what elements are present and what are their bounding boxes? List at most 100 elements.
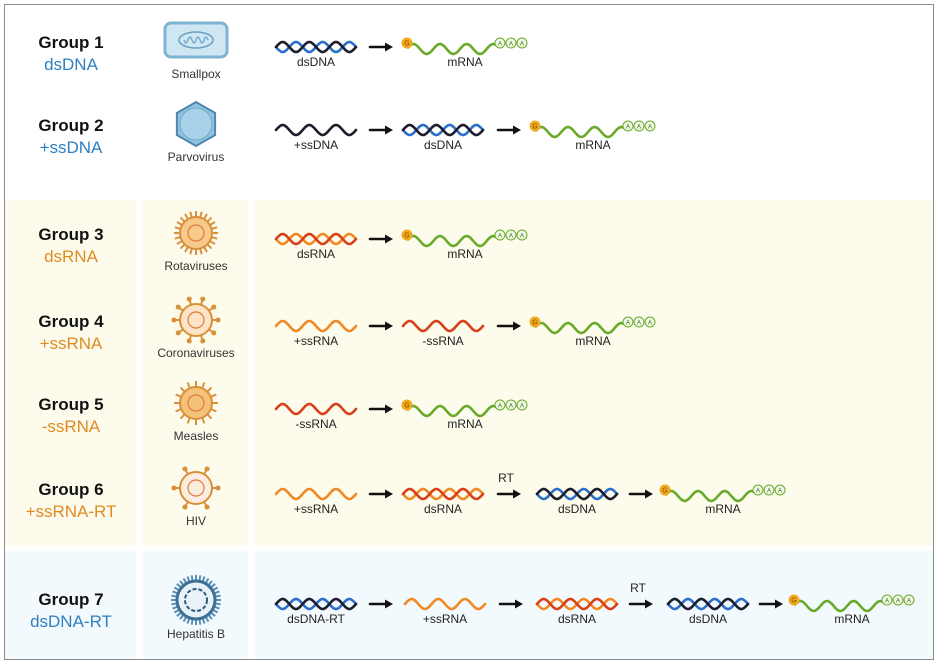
mrna-cap-icon [401, 229, 413, 241]
poly-a-label: A [637, 321, 641, 327]
rna-groups-divider-1 [136, 200, 143, 546]
poly-a-tail-icon [763, 484, 775, 496]
molecule-label: dsDNA-RT [287, 612, 345, 626]
hepatitis-b-icon [171, 575, 221, 625]
poly-a-tail-icon [494, 37, 506, 49]
arrow-icon [515, 599, 523, 609]
poly-a-tail-icon [752, 484, 764, 496]
mrna-cap-label: G [404, 403, 409, 410]
molecule-label: +ssRNA [293, 334, 339, 348]
poly-a-tail-icon [505, 399, 517, 411]
poly-a-label: A [498, 404, 502, 410]
poly-a-tail-icon [892, 594, 904, 606]
virus-name: HIV [185, 514, 206, 528]
group-genome-type: dsDNA [44, 55, 98, 74]
poly-a-tail-icon [505, 229, 517, 241]
poly-a-label: A [778, 489, 782, 495]
molecule-label: +ssRNA [293, 502, 339, 516]
group-genome-type: +ssRNA [39, 334, 103, 353]
dna-rt-divider-1 [136, 551, 143, 659]
poly-a-label: A [520, 404, 524, 410]
arrow-icon [385, 234, 393, 244]
molecule-mrna-strand [406, 234, 498, 248]
arrow-icon [385, 489, 393, 499]
poly-a-label: A [626, 125, 630, 131]
coronavirus-icon [171, 296, 221, 344]
virus-name: Coronaviruses [157, 346, 235, 360]
virus-name: Smallpox [171, 67, 221, 81]
poly-a-label: A [509, 404, 513, 410]
arrow-icon [385, 125, 393, 135]
poly-a-tail-icon [644, 120, 656, 132]
group-genome-type: +ssRNA-RT [25, 502, 117, 521]
molecule-label: mRNA [447, 417, 483, 431]
mrna-cap-icon [401, 37, 413, 49]
molecule-pssrna-strand [274, 487, 358, 501]
arrow-icon [385, 42, 393, 52]
poly-a-tail-icon [505, 37, 517, 49]
molecule-label: mRNA [447, 247, 483, 261]
mrna-cap-icon [529, 316, 541, 328]
hiv-icon [171, 466, 221, 510]
group-title: Group 7 [38, 590, 104, 609]
molecule-label: mRNA [447, 55, 483, 69]
poly-a-tail-icon [903, 594, 915, 606]
molecule-label: dsDNA [423, 138, 463, 152]
molecule-label: mRNA [575, 334, 611, 348]
poly-a-label: A [896, 599, 900, 605]
rt-label: RT [498, 471, 514, 485]
group-title: Group 3 [38, 225, 104, 244]
mrna-cap-icon [788, 594, 800, 606]
mrna-cap-icon [659, 484, 671, 496]
group-title: Group 5 [38, 395, 104, 414]
poly-a-tail-icon [881, 594, 893, 606]
molecule-pssrna-strand [403, 597, 487, 611]
molecule-mrna-strand [406, 42, 498, 56]
poly-a-tail-icon [633, 316, 645, 328]
poly-a-tail-icon [622, 316, 634, 328]
arrow-icon [645, 599, 653, 609]
molecule-mrna-strand [534, 125, 626, 139]
molecule-ssdna-strand [274, 123, 358, 137]
poly-a-label: A [907, 599, 911, 605]
molecule-label: dsRNA [423, 502, 463, 516]
group-title: Group 4 [38, 312, 104, 331]
mrna-cap-icon [529, 120, 541, 132]
poly-a-label: A [498, 42, 502, 48]
molecule-nssrna-strand [274, 402, 358, 416]
arrow-icon [513, 321, 521, 331]
poly-a-label: A [520, 234, 524, 240]
molecule-label: dsRNA [557, 612, 597, 626]
poly-a-label: A [509, 42, 513, 48]
molecule-dsdna-strand-2 [274, 597, 358, 611]
molecule-label: mRNA [575, 138, 611, 152]
group-genome-type: +ssDNA [39, 138, 103, 157]
poly-a-tail-icon [516, 399, 528, 411]
molecule-pssrna-strand [274, 319, 358, 333]
molecule-label: -ssRNA [422, 334, 464, 348]
group-genome-type: dsRNA [44, 247, 98, 266]
molecule-dsrna-strand-2 [401, 487, 485, 501]
group-title: Group 6 [38, 480, 104, 499]
rna-groups-divider-2 [248, 200, 255, 546]
mrna-cap-label: G [532, 320, 537, 327]
rt-label: RT [630, 581, 646, 595]
mrna-cap-label: G [532, 124, 537, 131]
poly-a-label: A [498, 234, 502, 240]
arrow-icon [385, 599, 393, 609]
molecule-nssrna-strand [401, 319, 485, 333]
virus-name: Hepatitis B [166, 627, 226, 641]
poly-a-label: A [885, 599, 889, 605]
molecule-label: dsDNA [296, 55, 336, 69]
molecule-label: mRNA [705, 502, 741, 516]
poly-a-tail-icon [516, 37, 528, 49]
group-genome-type: -ssRNA [41, 417, 101, 436]
poly-a-tail-icon [516, 229, 528, 241]
molecule-dsdna-strand-2 [535, 487, 619, 501]
mrna-cap-label: G [404, 233, 409, 240]
molecule-label: +ssDNA [293, 138, 339, 152]
molecule-mrna-strand [664, 489, 756, 503]
mrna-cap-label: G [662, 488, 667, 495]
